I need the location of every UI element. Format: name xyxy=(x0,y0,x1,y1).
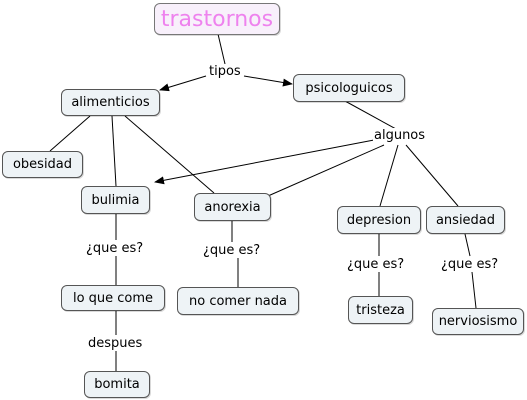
arrow-algunos-bulimia xyxy=(154,139,375,185)
link-label-algunos: algunos xyxy=(373,128,427,143)
concept-tristeza[interactable]: tristeza xyxy=(348,296,413,324)
line-ansiedad-quees xyxy=(464,233,471,257)
concept-no-comer-nada[interactable]: no comer nada xyxy=(177,287,299,315)
concept-psicologuicos[interactable]: psicologuicos xyxy=(293,74,405,102)
concept-anorexia[interactable]: anorexia xyxy=(194,193,271,221)
concept-lo-que-come[interactable]: lo que come xyxy=(61,285,165,311)
concept-alimenticios[interactable]: alimenticios xyxy=(61,89,160,116)
link-label-despues: despues xyxy=(87,336,144,351)
line-psicologuicos-algunos xyxy=(344,100,397,130)
line-alimenticios-bulimia xyxy=(111,115,117,187)
concept-depresion[interactable]: depresion xyxy=(337,206,421,234)
link-label-que-es-bulimia: ¿que es? xyxy=(85,241,145,256)
link-label-que-es-depresion: ¿que es? xyxy=(346,257,406,272)
concept-bomita[interactable]: bomita xyxy=(84,371,150,398)
concept-trastornos[interactable]: trastornos xyxy=(154,3,280,35)
line-algunos-ansiedad xyxy=(405,144,459,207)
concept-ansiedad[interactable]: ansiedad xyxy=(426,206,505,234)
line-algunos-anorexia xyxy=(267,144,385,197)
link-label-que-es-ansiedad: ¿que es? xyxy=(440,257,500,272)
link-label-tipos: tipos xyxy=(208,64,242,79)
line-alimenticios-obesidad xyxy=(49,115,91,152)
concept-bulimia[interactable]: bulimia xyxy=(81,186,150,214)
concept-nerviosismo[interactable]: nerviosismo xyxy=(432,308,524,335)
link-label-que-es-anorexia: ¿que es? xyxy=(202,243,262,258)
line-algunos-depresion xyxy=(379,144,399,207)
arrow-tipos-alimenticios xyxy=(159,75,207,92)
concept-obesidad[interactable]: obesidad xyxy=(2,151,83,178)
line-alimenticios-anorexia xyxy=(124,115,215,194)
arrow-tipos-psicologuicos xyxy=(243,75,293,87)
line-root-tipos xyxy=(217,33,226,65)
line-quees-nerviosismo xyxy=(471,271,477,309)
